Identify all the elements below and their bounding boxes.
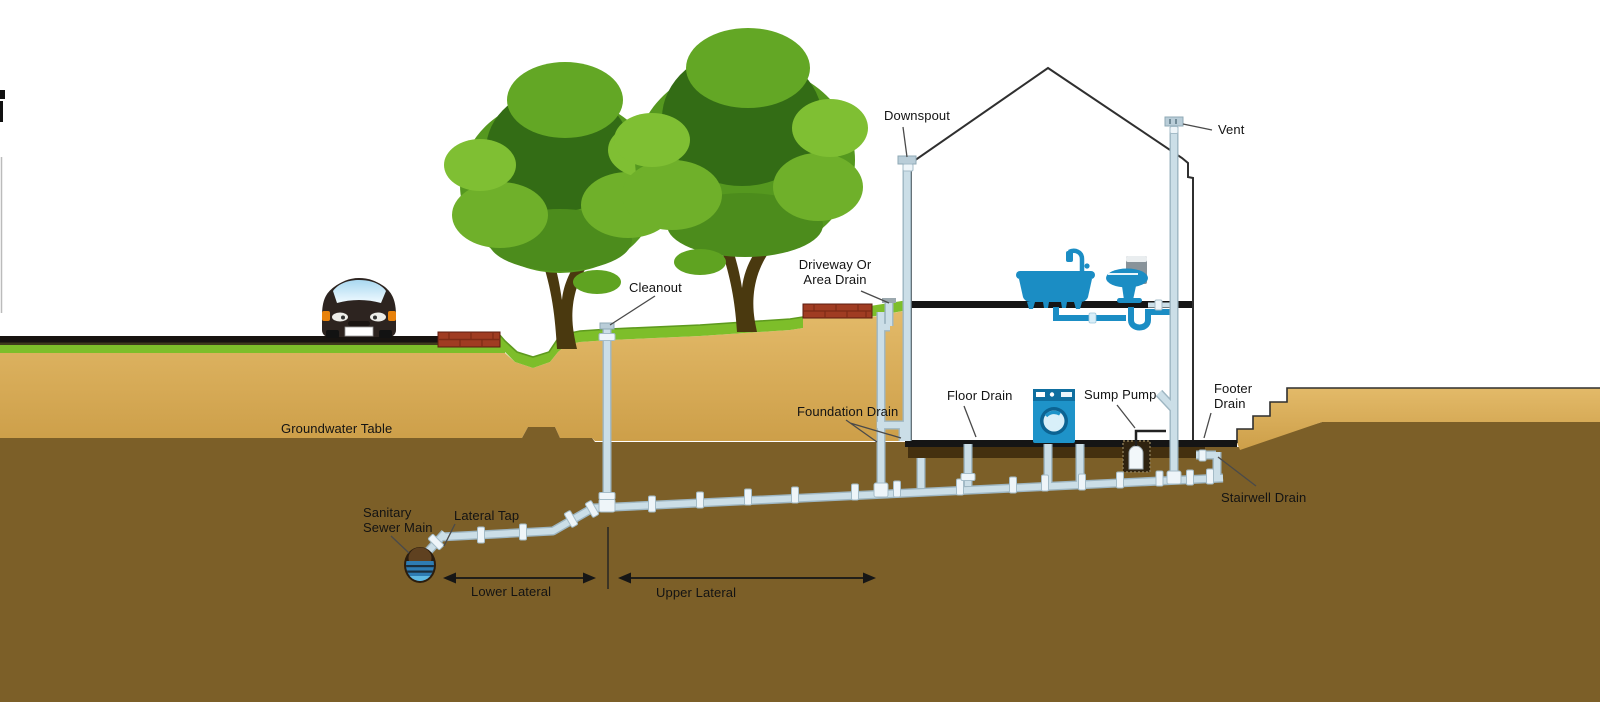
car <box>322 278 396 338</box>
toilet <box>1106 256 1148 303</box>
downspout-top-elbow <box>897 155 917 165</box>
house-outline <box>910 66 1194 440</box>
label-cleanout: Cleanout <box>629 280 682 295</box>
ground <box>0 300 1600 702</box>
label-downspout: Downspout <box>884 108 950 123</box>
car-signal-right <box>388 311 396 321</box>
label-vent: Vent <box>1218 122 1245 137</box>
label-floor-drain: Floor Drain <box>947 388 1013 403</box>
driveway-bricks <box>802 303 873 319</box>
label-lower-lateral: Lower Lateral <box>471 584 552 599</box>
house <box>905 66 1237 458</box>
grass-strip-left <box>0 345 505 353</box>
label-footer-drain: Footer Drain <box>1214 381 1253 412</box>
house-body <box>911 68 1193 440</box>
car-signal-left <box>322 311 330 321</box>
tree-small <box>444 62 688 349</box>
label-foundation-drain: Foundation Drain <box>797 404 899 419</box>
label-groundwater-table: Groundwater Table <box>281 421 393 436</box>
label-lateral-tap: Lateral Tap <box>454 508 520 523</box>
first-floor <box>911 301 1192 308</box>
pipe-couplings <box>427 126 1214 551</box>
road-base <box>0 342 505 346</box>
grass-swale <box>498 317 803 368</box>
cleanout-cap <box>599 322 615 330</box>
label-sump-pump: Sump Pump <box>1084 387 1157 402</box>
soil-light-right <box>1237 388 1600 450</box>
dimension-arrows <box>443 527 876 589</box>
stairs-outline <box>1236 387 1600 443</box>
label-stairwell-drain: Stairwell Drain <box>1221 490 1307 505</box>
road <box>0 336 443 343</box>
area-drain-grate <box>882 298 896 303</box>
license-plate <box>344 326 374 337</box>
label-upper-lateral: Upper Lateral <box>656 585 737 600</box>
left-edge-marks <box>0 90 5 313</box>
basement-floor <box>905 440 1237 447</box>
washing-machine <box>1033 389 1075 443</box>
soil-dark <box>0 422 1600 702</box>
soil-light-left <box>0 310 908 441</box>
tree-large <box>614 28 868 332</box>
sump-discharge-line <box>1134 429 1166 446</box>
vent-cap <box>1164 116 1184 127</box>
bath-drain-pipes <box>1053 299 1172 331</box>
sump-pump <box>1122 429 1166 473</box>
label-leaders <box>390 123 1257 554</box>
curb-bricks <box>437 331 501 348</box>
label-sanitary-sewer-main: Sanitary Sewer Main <box>363 505 433 536</box>
footing <box>908 447 1205 458</box>
label-driveway-area-drain: Driveway Or Area Drain <box>798 257 872 288</box>
bathtub <box>1016 248 1095 309</box>
sanitary-sewer-main-pipe <box>404 547 436 583</box>
